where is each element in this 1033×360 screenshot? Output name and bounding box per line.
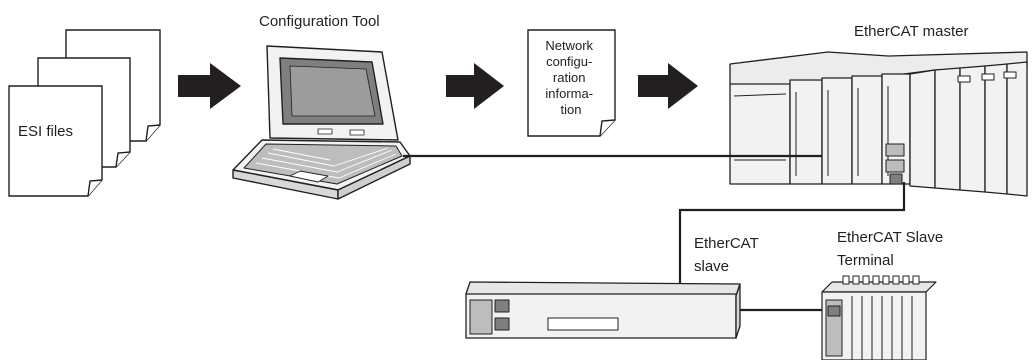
ethercat-slave-label: EtherCAT slave [694, 235, 763, 275]
arrow-2 [446, 63, 504, 109]
esi-files-label: ESI files [18, 123, 73, 140]
arrow-1 [178, 63, 241, 109]
laptop-icon [232, 45, 411, 200]
ethercat-slave-device [465, 281, 741, 339]
slave-terminal-device [821, 275, 937, 360]
configuration-tool-label: Configuration Tool [259, 13, 380, 30]
arrow-3 [638, 63, 698, 109]
network-config-document [527, 29, 616, 137]
esi-page-front [8, 85, 103, 197]
slave-terminal-label: EtherCAT Slave Terminal [837, 229, 947, 269]
ethercat-master-device [729, 51, 1028, 197]
ethercat-master-label: EtherCAT master [854, 23, 968, 40]
master-to-slave-cable [678, 182, 906, 310]
esi-files-stack [8, 29, 161, 197]
network-config-label: Network configu- ration informa- tion [545, 38, 596, 117]
